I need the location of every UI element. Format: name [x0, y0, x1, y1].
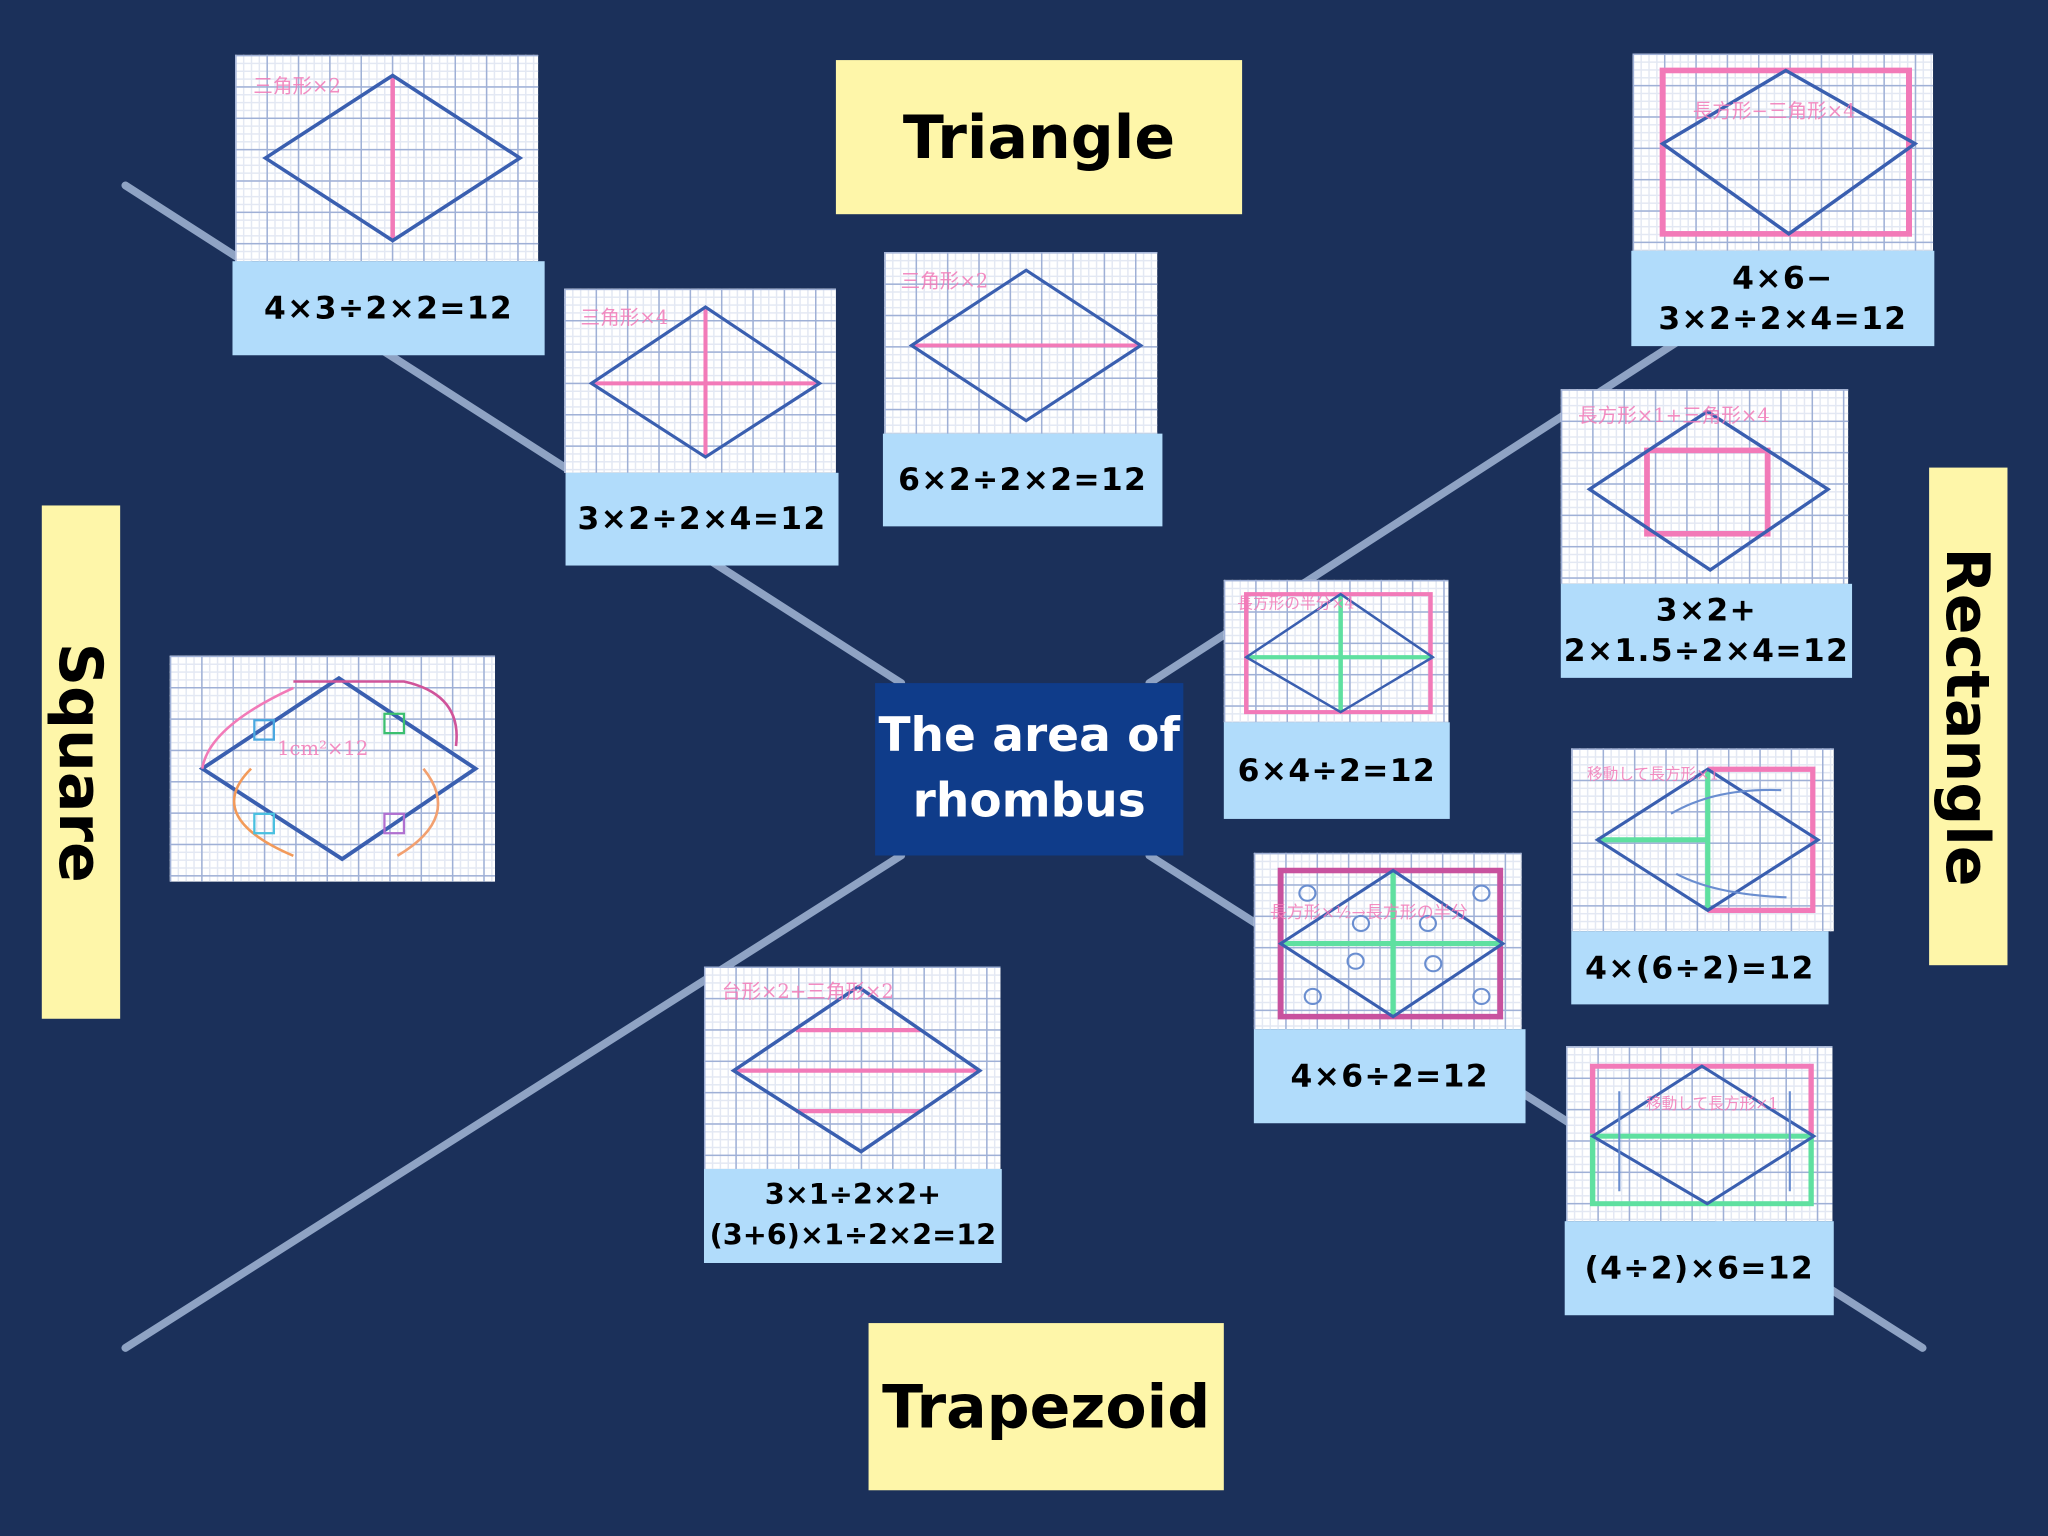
formula-label: 3×1÷2×2+ (3+6)×1÷2×2=12 — [703, 1168, 1002, 1263]
diagram-card: 三角形×2 — [884, 252, 1158, 434]
diagram-card: 長方形の半分×4 — [1223, 579, 1449, 723]
category-label: Trapezoid — [882, 1371, 1211, 1442]
diagram-card: 移動して長方形×1 — [1566, 1046, 1833, 1222]
handwritten-note: 長方形−三角形×4 — [1692, 99, 1856, 124]
handwritten-note: 長方形×½→長方形の半分 — [1269, 903, 1468, 924]
category-label: Triangle — [902, 101, 1176, 173]
formula-label: 3×2÷2×4=12 — [565, 472, 839, 566]
formula-label: (4÷2)×6=12 — [1564, 1221, 1834, 1316]
formula-label: 3×2+2×1.5÷2×4=12 — [1560, 583, 1853, 678]
category-rectangle: Rectangle — [1929, 467, 2008, 966]
line-bottom-left — [121, 851, 906, 1352]
handwritten-note: 台形×2+三角形×2 — [721, 979, 894, 1003]
handwritten-note: 三角形×2 — [253, 73, 341, 98]
category-label: Rectangle — [1933, 546, 2004, 886]
handwritten-note: 三角形×2 — [900, 269, 989, 293]
category-trapezoid: Trapezoid — [868, 1323, 1224, 1491]
formula-label: 4×3÷2×2=12 — [232, 261, 545, 356]
formula-line: 3×2÷2×4=12 — [1658, 299, 1908, 337]
diagram-card: 移動して長方形×1 — [1571, 748, 1834, 932]
formula-line: 4×6÷2=12 — [1290, 1057, 1489, 1094]
diagram-card: 台形×2+三角形×2 — [703, 966, 1001, 1169]
central-topic: The area of rhombus — [875, 683, 1184, 856]
formula-line: 4×6− — [1732, 259, 1834, 296]
title-line-2: rhombus — [912, 774, 1146, 829]
handwritten-note: 長方形の半分×4 — [1237, 593, 1355, 613]
formula-line: (4÷2)×6=12 — [1584, 1249, 1815, 1286]
handwritten-note: 移動して長方形×1 — [1586, 765, 1720, 784]
formula-line: 3×2+ — [1655, 591, 1758, 629]
formula-line: 4×(6÷2)=12 — [1585, 948, 1815, 986]
title-line-1: The area of — [878, 709, 1180, 763]
formula-line: 4×3÷2×2=12 — [264, 289, 514, 326]
handwritten-note: 1cm²×12 — [277, 736, 369, 761]
formula-label: 6×4÷2=12 — [1223, 722, 1450, 819]
formula-line: 3×1÷2×2+ — [764, 1179, 942, 1213]
formula-line: (3+6)×1÷2×2=12 — [709, 1219, 997, 1253]
formula-label: 4×(6÷2)=12 — [1571, 931, 1829, 1005]
diagram-card: 長方形−三角形×4 — [1632, 53, 1934, 251]
handwritten-note: 三角形×4 — [580, 305, 669, 330]
formula-line: 2×1.5÷2×4=12 — [1563, 632, 1850, 669]
category-label: Square — [45, 642, 117, 883]
formula-line: 6×4÷2=12 — [1237, 751, 1436, 789]
formula-label: 4×6−3×2÷2×4=12 — [1631, 250, 1935, 347]
handwritten-note: 移動して長方形×1 — [1645, 1094, 1779, 1113]
diagram-card: 長方形×1+三角形×4 — [1560, 389, 1849, 584]
diagram-card-square: 1cm²×12 — [169, 655, 496, 882]
diagram-card: 三角形×4 — [564, 288, 836, 473]
diagram-card: 長方形×½→長方形の半分 — [1253, 852, 1522, 1030]
formula-line: 3×2÷2×4=12 — [577, 500, 827, 537]
diagram-card: 三角形×2 — [235, 54, 539, 262]
handwritten-note: 長方形×1+三角形×4 — [1578, 403, 1770, 428]
formula-label: 6×2÷2×2=12 — [882, 433, 1163, 527]
category-square: Square — [41, 505, 121, 1019]
formula-line: 6×2÷2×2=12 — [898, 461, 1148, 498]
category-triangle: Triangle — [835, 60, 1243, 215]
formula-label: 4×6÷2=12 — [1253, 1029, 1526, 1124]
